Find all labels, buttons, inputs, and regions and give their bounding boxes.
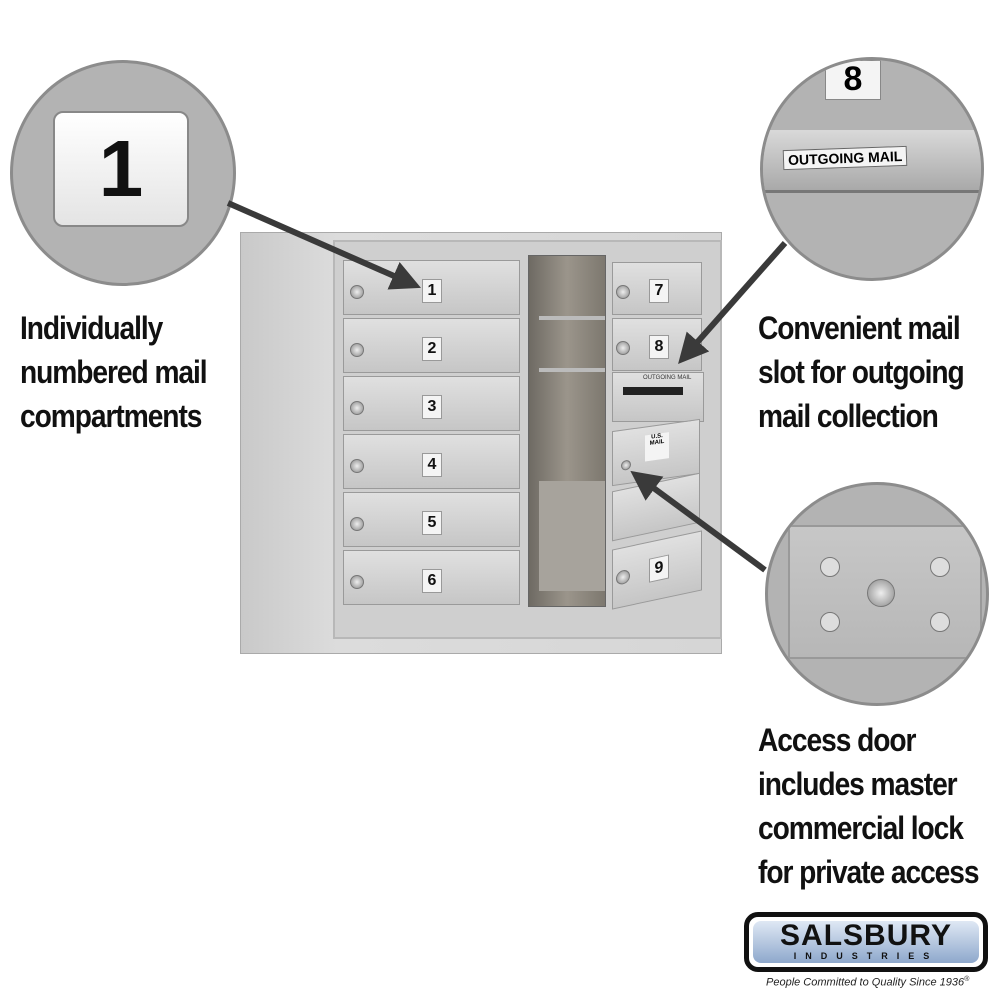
door-number: 5: [422, 511, 442, 535]
door-number: 9: [649, 554, 669, 583]
mail-door[interactable]: 3: [343, 376, 520, 431]
lock-icon: [616, 568, 630, 586]
slot-flap: OUTGOING MAIL: [763, 130, 981, 193]
master-lock-icon: [867, 579, 895, 607]
access-door-closeup: [788, 525, 982, 659]
salsbury-logo: SALSBURY INDUSTRIES: [744, 912, 988, 972]
door-number: 4: [422, 453, 442, 477]
mail-slot[interactable]: [623, 387, 683, 395]
outgoing-mail-label: OUTGOING MAIL: [782, 145, 908, 171]
lock-icon: [350, 575, 364, 589]
lock-icon: [350, 343, 364, 357]
zoom-circle-number: 1: [10, 60, 236, 286]
door-number: 1: [422, 279, 442, 303]
mail-door[interactable]: 5: [343, 492, 520, 547]
zoom-circle-lock: [765, 482, 989, 706]
door-number: 6: [422, 569, 442, 593]
lock-icon: [350, 459, 364, 473]
outgoing-slot-label: OUTGOING MAIL: [643, 375, 692, 381]
lock-icon: [350, 285, 364, 299]
us-mail-label: U.S. MAIL: [645, 432, 669, 462]
mail-door[interactable]: 4: [343, 434, 520, 489]
zoom-circle-outgoing: 8 OUTGOING MAIL: [760, 57, 984, 281]
lock-icon: [616, 341, 630, 355]
outgoing-slot-panel[interactable]: OUTGOING MAIL: [612, 372, 704, 422]
mail-door[interactable]: 2: [343, 318, 520, 373]
door-number: 7: [649, 279, 669, 303]
mail-door[interactable]: 1: [343, 260, 520, 315]
number-tile: 1: [53, 111, 189, 227]
door-number: 8: [649, 335, 669, 359]
mail-door[interactable]: 6: [343, 550, 520, 605]
mail-door[interactable]: 7: [612, 262, 702, 315]
door-number: 2: [422, 337, 442, 361]
tile-8: 8: [825, 60, 881, 100]
lock-icon: [350, 401, 364, 415]
lock-icon: [616, 285, 630, 299]
open-compartment: [528, 255, 606, 607]
mail-door[interactable]: 8: [612, 318, 702, 371]
door-number: 3: [422, 395, 442, 419]
logo-tagline: People Committed to Quality Since 1936®: [766, 976, 970, 989]
lock-icon: [350, 517, 364, 531]
